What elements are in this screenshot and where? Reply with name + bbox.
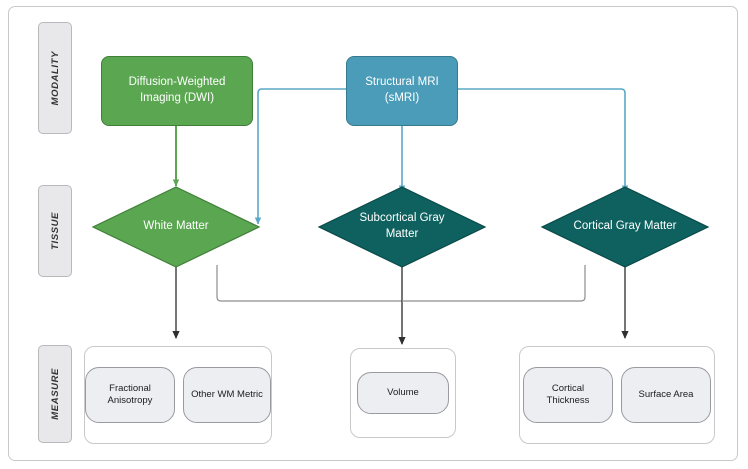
lane-label-tissue-text: TISSUE (49, 212, 61, 250)
white-matter-diamond-shape (91, 186, 261, 268)
node-diffusion-weighted-imaging[interactable]: Diffusion-Weighted Imaging (DWI) (101, 56, 253, 126)
lane-label-measure: MEASURE (38, 345, 72, 443)
node-subcortical-gray-matter-label: Subcortical Gray Matter (359, 212, 445, 240)
node-cortical-gray-matter[interactable]: Cortical Gray Matter (540, 186, 710, 268)
node-structural-mri[interactable]: Structural MRI (sMRI) (346, 56, 458, 126)
measure-other-wm-metric[interactable]: Other WM Metric (183, 367, 271, 423)
measure-fractional-anisotropy[interactable]: Fractional Anisotropy (85, 367, 175, 423)
measure-surface-area[interactable]: Surface Area (621, 367, 711, 423)
node-smri-label-line2: (sMRI) (384, 92, 420, 104)
node-dwi-label-line2: Imaging (DWI) (139, 92, 215, 104)
measure-cortical-thickness[interactable]: Cortical Thickness (523, 367, 613, 423)
lane-label-modality: MODALITY (38, 22, 72, 134)
node-smri-label: Structural MRI (sMRI) (365, 75, 439, 106)
measure-group-cortical-gray-matter: Cortical Thickness Surface Area (519, 346, 715, 444)
cortical-gray-matter-diamond-shape (540, 186, 710, 268)
lane-label-modality-text: MODALITY (49, 50, 61, 106)
node-cortical-gray-matter-label: Cortical Gray Matter (573, 220, 677, 233)
measure-group-subcortical-gray-matter: Volume (350, 348, 456, 438)
lane-label-tissue: TISSUE (38, 185, 72, 277)
node-dwi-label-line1: Diffusion-Weighted (128, 76, 226, 89)
measure-group-white-matter: Fractional Anisotropy Other WM Metric (84, 346, 272, 444)
measure-volume[interactable]: Volume (357, 372, 449, 414)
node-smri-label-line1: Structural MRI (365, 76, 439, 89)
node-subcortical-gray-matter[interactable]: Subcortical Gray Matter (317, 186, 487, 268)
node-white-matter-label: White Matter (143, 220, 209, 233)
lane-label-measure-text: MEASURE (49, 368, 61, 420)
node-white-matter[interactable]: White Matter (91, 186, 261, 268)
subcortical-gray-matter-diamond-shape (317, 186, 487, 268)
node-dwi-label: Diffusion-Weighted Imaging (DWI) (129, 75, 226, 106)
